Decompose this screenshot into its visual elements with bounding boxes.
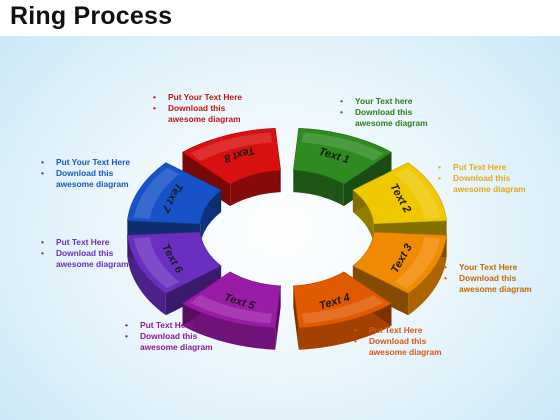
ring-segment-8-inner-wall: [230, 170, 281, 207]
ring-segment-4-outer-wall: [298, 303, 392, 350]
ring-segment-2-top-face: [352, 162, 447, 225]
note-text-4-line-1: Put Text Here: [352, 325, 462, 336]
ring-segment-3-top-face: [352, 231, 447, 294]
ring-segment-6-top-face: [127, 231, 222, 294]
note-text-8: Put Your Text Here Download this awesome…: [151, 92, 261, 125]
note-text-4-line-2: Download this awesome diagram: [352, 336, 462, 358]
note-text-3-line-1: Your Text Here: [442, 262, 552, 273]
ring-segment-6-outer-wall: [127, 235, 166, 316]
note-text-1: Your Text here Download this awesome dia…: [338, 96, 448, 129]
note-text-8-line-2: Download this awesome diagram: [151, 103, 261, 125]
ring-segment-6-end-cap-a: [165, 265, 222, 316]
ring-segment-1-top-face: [293, 127, 393, 185]
ring-segment-3: Text 3: [352, 231, 447, 316]
ring-segment-1: Text 1: [293, 127, 393, 207]
ring-segment-2-highlight: [394, 167, 441, 219]
ring-segment-4-end-cap-b: [293, 285, 299, 350]
ring-segment-3-highlight: [394, 237, 441, 289]
ring-segment-4-top-face: [293, 271, 393, 329]
ring-segment-1-inner-wall: [293, 170, 344, 207]
ring-segment-7-highlight: [133, 167, 180, 219]
note-text-5-line-1: Put Text Here: [123, 320, 233, 331]
ring-segment-2: Text 2: [352, 162, 447, 246]
ring-segment-1-highlight: [301, 132, 384, 161]
note-text-3-line-2: Download this awesome diagram: [442, 273, 552, 295]
ring-segment-8-top-face: [181, 127, 281, 185]
ring-segment-8-highlight: [190, 132, 273, 161]
note-text-2-line-2: Download this awesome diagram: [436, 173, 546, 195]
note-text-4: Put Text Here Download this awesome diag…: [352, 325, 462, 358]
note-text-7-line-2: Download this awesome diagram: [39, 168, 149, 190]
ring-segment-5-highlight: [190, 295, 273, 324]
note-text-1-line-2: Download this awesome diagram: [338, 107, 448, 129]
ring-segment-4-highlight: [301, 295, 384, 324]
ring-segment-7: Text 7: [127, 162, 222, 246]
note-text-8-line-1: Put Your Text Here: [151, 92, 261, 103]
note-text-6-line-1: Put Text Here: [39, 237, 149, 248]
note-text-5: Put Text Here Download this awesome diag…: [123, 320, 233, 353]
note-text-1-line-1: Your Text here: [338, 96, 448, 107]
note-text-2: Put Text Here Download this awesome diag…: [436, 162, 546, 195]
note-text-2-line-1: Put Text Here: [436, 162, 546, 173]
ring-segment-5-end-cap-a: [275, 285, 281, 350]
note-text-6-line-2: Download this awesome diagram: [39, 248, 149, 270]
ring-segment-4: Text 4: [293, 271, 393, 350]
slide-title: Ring Process: [10, 2, 173, 30]
title-band: [0, 0, 560, 36]
note-text-6: Put Text Here Download this awesome diag…: [39, 237, 149, 270]
note-text-7-line-1: Put Your Text Here: [39, 157, 149, 168]
ring-segment-8: Text 8: [181, 127, 281, 207]
note-text-7: Put Your Text Here Download this awesome…: [39, 157, 149, 190]
note-text-5-line-2: Download this awesome diagram: [123, 331, 233, 353]
ring-segment-3-end-cap-b: [352, 265, 409, 316]
ring-segment-7-top-face: [127, 162, 222, 225]
ring-segment-5-top-face: [181, 271, 281, 329]
note-text-3: Your Text Here Download this awesome dia…: [442, 262, 552, 295]
ring-segment-3-outer-wall: [408, 235, 447, 316]
